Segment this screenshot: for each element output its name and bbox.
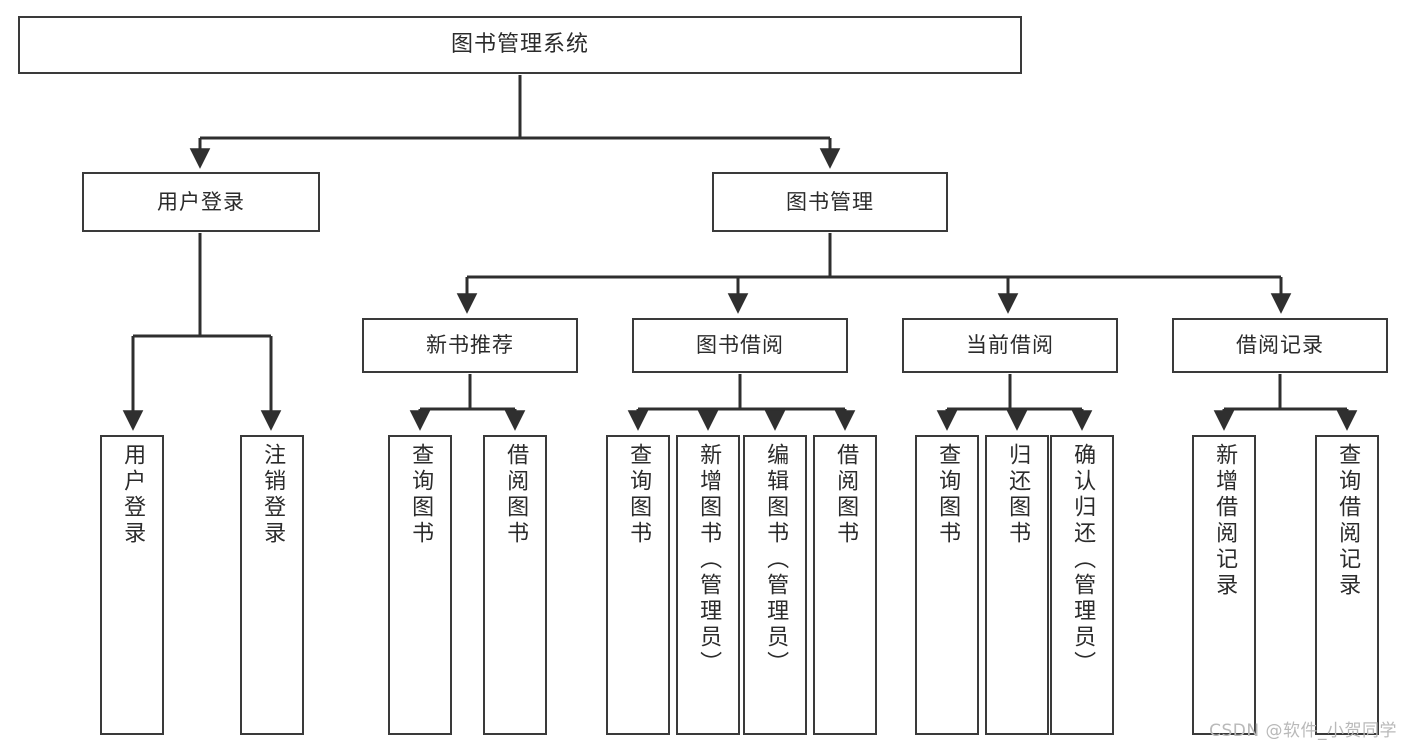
leaf-label: 编辑图书（管理员） — [763, 443, 789, 677]
leaf-label: 确认归还（管理员） — [1070, 443, 1096, 677]
node-leaf-borrow-book-1[interactable]: 借阅图书 — [483, 435, 547, 735]
node-leaf-borrow-book-2[interactable]: 借阅图书 — [813, 435, 877, 735]
leaf-label: 新增借阅记录 — [1212, 443, 1238, 599]
leaf-label: 借阅图书 — [833, 443, 859, 547]
leaf-label: 新增图书（管理员） — [696, 443, 722, 677]
node-new-book-recommend[interactable]: 新书推荐 — [362, 318, 578, 373]
node-root-system[interactable]: 图书管理系统 — [18, 16, 1022, 74]
node-current-borrow[interactable]: 当前借阅 — [902, 318, 1118, 373]
leaf-label: 用户登录 — [120, 443, 146, 547]
node-leaf-query-book-2[interactable]: 查询图书 — [606, 435, 670, 735]
node-leaf-return-book[interactable]: 归还图书 — [985, 435, 1049, 735]
leaf-label: 归还图书 — [1005, 443, 1031, 547]
leaf-label: 查询图书 — [408, 443, 434, 547]
node-leaf-confirm-return[interactable]: 确认归还（管理员） — [1050, 435, 1114, 735]
leaf-label: 注销登录 — [260, 443, 286, 547]
node-user-login[interactable]: 用户登录 — [82, 172, 320, 232]
leaf-label: 查询图书 — [626, 443, 652, 547]
node-leaf-edit-book[interactable]: 编辑图书（管理员） — [743, 435, 807, 735]
node-leaf-add-record[interactable]: 新增借阅记录 — [1192, 435, 1256, 735]
node-leaf-logout[interactable]: 注销登录 — [240, 435, 304, 735]
leaf-label: 查询图书 — [935, 443, 961, 547]
node-book-borrow[interactable]: 图书借阅 — [632, 318, 848, 373]
node-book-management[interactable]: 图书管理 — [712, 172, 948, 232]
leaf-label: 查询借阅记录 — [1335, 443, 1361, 599]
node-borrow-record[interactable]: 借阅记录 — [1172, 318, 1388, 373]
node-leaf-query-book-1[interactable]: 查询图书 — [388, 435, 452, 735]
node-leaf-query-record[interactable]: 查询借阅记录 — [1315, 435, 1379, 735]
watermark: CSDN @软件_小贺同学 — [1209, 721, 1397, 741]
node-leaf-add-book[interactable]: 新增图书（管理员） — [676, 435, 740, 735]
node-leaf-query-book-3[interactable]: 查询图书 — [915, 435, 979, 735]
node-leaf-user-login[interactable]: 用户登录 — [100, 435, 164, 735]
leaf-label: 借阅图书 — [503, 443, 529, 547]
